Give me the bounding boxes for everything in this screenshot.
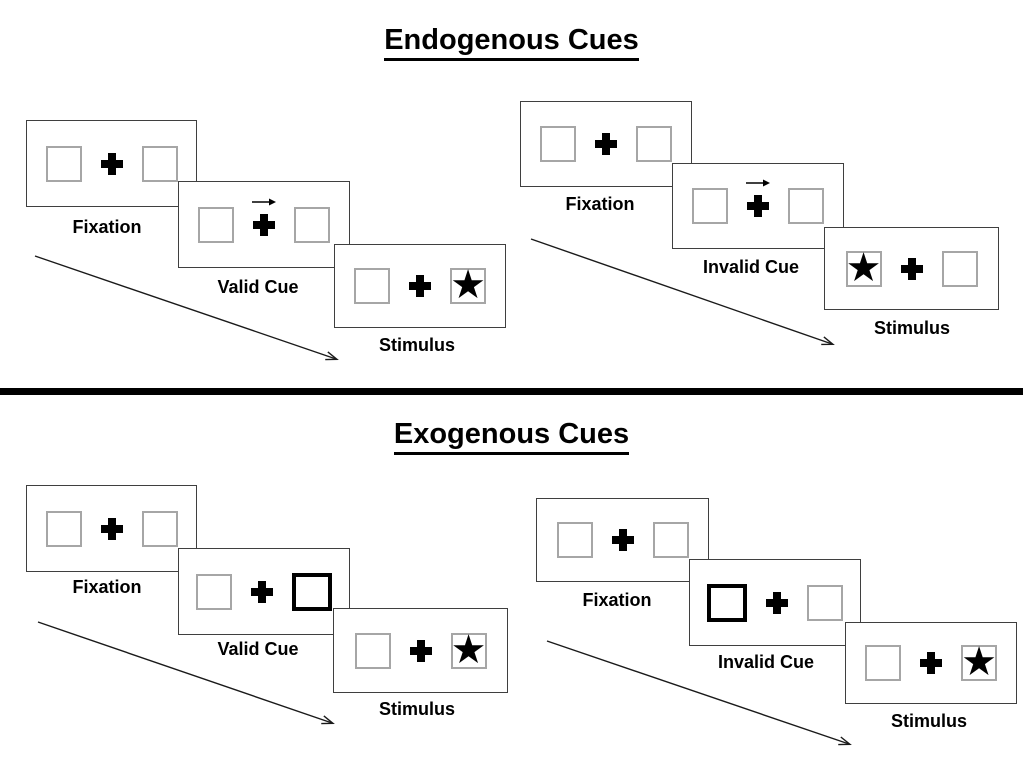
exogenous-section-title: Exogenous Cues	[0, 418, 1023, 455]
exogenous-title-text: Exogenous Cues	[393, 418, 630, 455]
fixation-center	[610, 529, 636, 551]
right-placeholder-box	[141, 510, 178, 547]
fixation-cross-icon	[251, 580, 273, 603]
fixation-center	[99, 152, 125, 175]
star-icon: ★	[450, 626, 487, 673]
right-placeholder-box	[294, 206, 330, 243]
fixation-center	[251, 198, 277, 236]
panel-endo-invalid-cue	[672, 163, 844, 249]
left-placeholder-box	[556, 522, 593, 558]
frame-label-stimulus: Stimulus	[873, 318, 950, 338]
panel-content	[540, 126, 672, 162]
fixation-cross-icon	[253, 213, 275, 236]
panel-content	[45, 145, 178, 182]
panel-endo-valid-stimulus: ★	[334, 244, 506, 328]
star-icon: ★	[450, 262, 486, 308]
panel-exo-valid-cue	[178, 548, 350, 635]
frame-label-fixation: Fixation	[72, 217, 142, 237]
fixation-center	[764, 591, 790, 614]
fixation-center	[899, 257, 925, 280]
fixation-cross-icon	[100, 152, 123, 175]
frame-label-cue: Valid Cue	[217, 639, 299, 659]
frame-label-fixation: Fixation	[582, 590, 652, 610]
endogenous-section-title: Endogenous Cues	[0, 24, 1023, 61]
endogenous-title-text: Endogenous Cues	[384, 24, 639, 61]
panel-content: ★	[845, 244, 978, 291]
fixation-center	[745, 179, 771, 217]
left-placeholder-box	[45, 510, 82, 547]
panel-content	[198, 198, 330, 243]
frame-label-fixation: Fixation	[565, 194, 635, 214]
panel-content: ★	[865, 639, 997, 685]
panel-content	[45, 510, 178, 547]
star-stimulus-box: ★	[961, 639, 997, 685]
cue-highlight-box	[707, 583, 747, 622]
fixation-center	[249, 580, 275, 603]
star-stimulus-box: ★	[845, 244, 882, 291]
left-placeholder-box	[196, 573, 232, 610]
frame-label-stimulus: Stimulus	[378, 335, 455, 355]
frame-label-stimulus: Stimulus	[378, 699, 455, 719]
star-stimulus-box: ★	[450, 262, 486, 308]
panel-exo-invalid-cue	[689, 559, 861, 646]
frame-label-fixation: Fixation	[72, 577, 142, 597]
fixation-cross-icon	[595, 133, 617, 155]
frame-label-cue: Valid Cue	[217, 277, 299, 297]
panel-content	[556, 522, 689, 558]
fixation-cross-icon	[100, 517, 123, 540]
left-placeholder-box	[198, 206, 234, 243]
panel-content	[692, 179, 824, 224]
panel-endo-invalid-fixation	[520, 101, 692, 187]
right-placeholder-box	[788, 188, 824, 224]
section-divider	[0, 388, 1023, 395]
fixation-center	[99, 517, 125, 540]
star-icon: ★	[961, 639, 997, 685]
fixation-cross-icon	[409, 275, 431, 297]
left-placeholder-box	[865, 645, 901, 681]
panel-content	[707, 583, 843, 622]
panel-exo-valid-fixation	[26, 485, 197, 572]
fixation-cross-icon	[747, 195, 769, 217]
timeline-arrow-exo-valid	[37, 621, 332, 723]
timeline-arrow-endo-invalid	[530, 238, 832, 344]
fixation-cross-icon	[611, 529, 634, 551]
panel-exo-valid-stimulus: ★	[333, 608, 508, 693]
right-placeholder-box	[807, 584, 843, 621]
right-placeholder-box	[652, 522, 689, 558]
fixation-center	[918, 652, 944, 674]
panel-content: ★	[354, 262, 486, 308]
left-placeholder-box	[692, 188, 728, 224]
left-placeholder-box	[45, 145, 82, 182]
fixation-center	[408, 639, 434, 662]
cue-arrow-right-icon	[745, 178, 771, 188]
cue-highlight-box	[292, 572, 332, 611]
panel-endo-valid-fixation	[26, 120, 197, 207]
star-icon: ★	[845, 244, 882, 291]
panel-exo-invalid-stimulus: ★	[845, 622, 1017, 704]
panel-content	[196, 572, 332, 611]
fixation-cross-icon	[766, 591, 788, 614]
panel-exo-invalid-fixation	[536, 498, 709, 582]
panel-content: ★	[354, 626, 487, 673]
fixation-cross-icon	[920, 652, 942, 674]
fixation-cross-icon	[409, 639, 432, 662]
cue-arrow-right-icon	[251, 197, 277, 207]
right-placeholder-box	[141, 145, 178, 182]
panel-endo-valid-cue	[178, 181, 350, 268]
fixation-center	[407, 275, 433, 297]
frame-label-stimulus: Stimulus	[890, 711, 967, 731]
timeline-arrow-endo-valid	[34, 255, 336, 359]
fixation-cross-icon	[900, 257, 923, 280]
right-placeholder-box	[636, 126, 672, 162]
star-stimulus-box: ★	[450, 626, 487, 673]
fixation-center	[593, 133, 619, 155]
left-placeholder-box	[354, 268, 390, 304]
right-placeholder-box	[941, 250, 978, 287]
frame-label-cue: Invalid Cue	[717, 652, 815, 672]
left-placeholder-box	[540, 126, 576, 162]
panel-endo-invalid-stimulus: ★	[824, 227, 999, 310]
frame-label-cue: Invalid Cue	[702, 257, 800, 277]
left-placeholder-box	[354, 632, 391, 669]
